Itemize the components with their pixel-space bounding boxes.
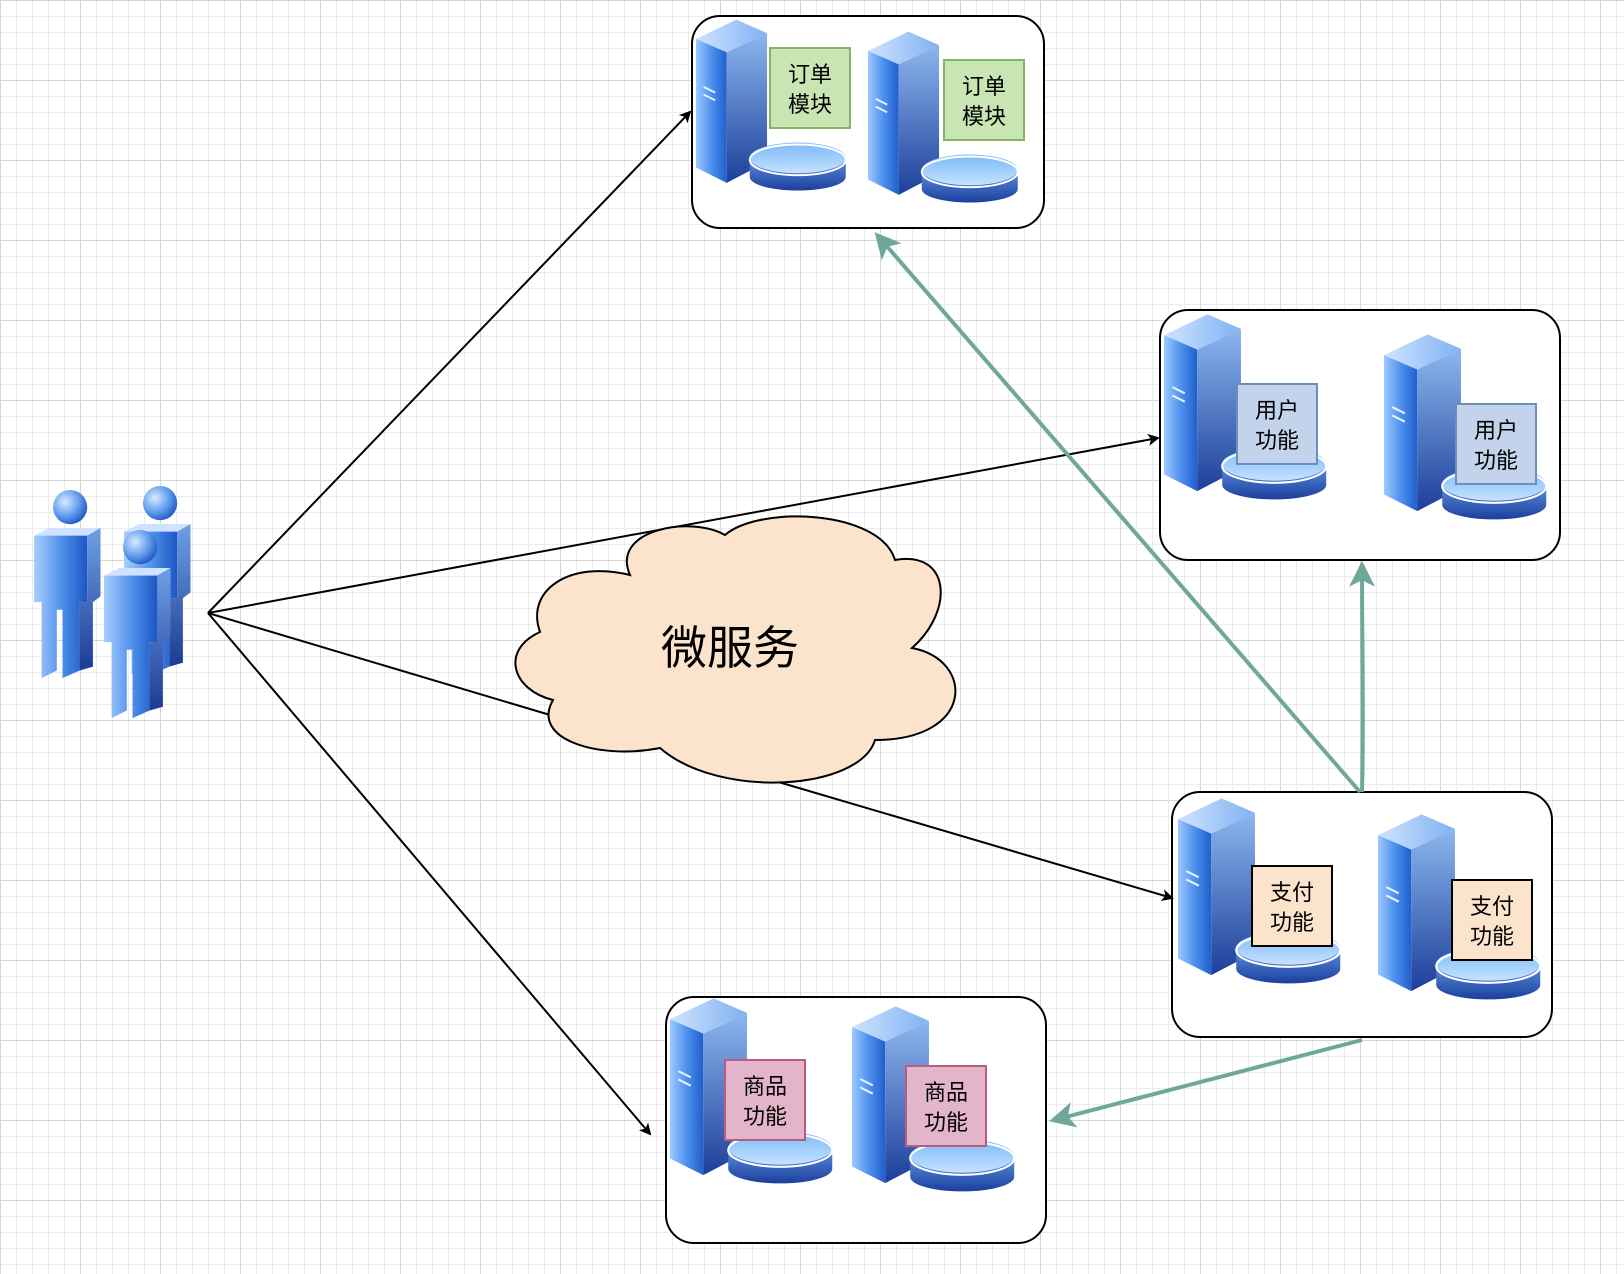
user-label-line-2: 功能 [1255,429,1299,454]
pay-label-box [1451,879,1533,961]
pay-label-line-1: 支付 [1470,895,1514,920]
product-label-line-2: 功能 [743,1105,787,1130]
pay-label-line-1: 支付 [1270,881,1314,906]
user-label-box [1236,383,1318,465]
user-label-box [1455,403,1537,485]
product-label-line-1: 商品 [924,1081,968,1106]
pay-label-line-2: 功能 [1470,925,1514,950]
pay-label-box [1251,865,1333,947]
edge-users-to-product [207,612,652,1136]
user-label-line-1: 用户 [1255,399,1299,424]
edge-pay-to-order [874,232,1362,794]
cloud-label: 微服务 [661,621,799,675]
product-label-box [724,1059,806,1141]
order-label-line-2: 模块 [788,93,832,118]
users-group-icon [34,486,191,719]
order-label-box [943,59,1025,141]
product-label-line-2: 功能 [924,1111,968,1136]
edge-users-to-order [207,110,692,614]
pay-label-line-2: 功能 [1270,911,1314,936]
microservice-cloud: 微服务 [514,515,957,784]
service-edges [874,232,1376,1128]
order-label-line-1: 订单 [962,75,1006,100]
order-label-line-1: 订单 [788,63,832,88]
product-label-box [905,1065,987,1147]
order-label-line-2: 模块 [962,105,1006,130]
edge-pay-to-user [1349,560,1376,793]
server-nodes: 订单模块订单模块用户功能用户功能支付功能支付功能商品功能商品功能 [668,18,1548,1193]
order-label-box [769,47,851,129]
edge-pay-to-product [1048,1038,1363,1128]
product-label-line-1: 商品 [743,1075,787,1100]
user-label-line-1: 用户 [1474,419,1518,444]
user-label-line-2: 功能 [1474,449,1518,474]
